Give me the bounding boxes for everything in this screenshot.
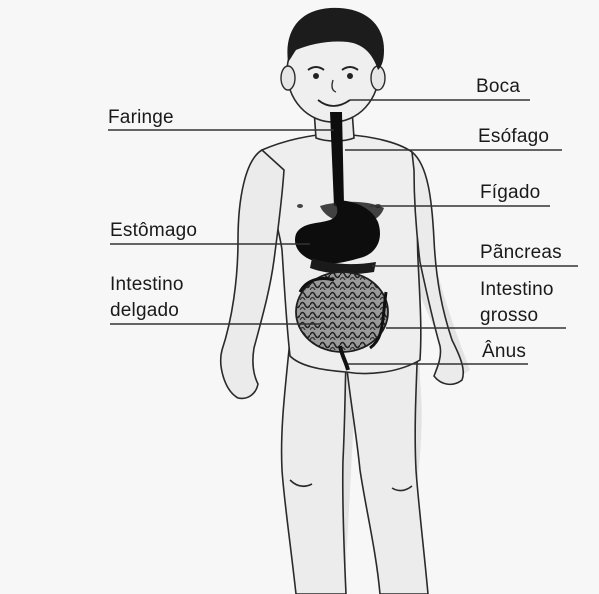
label-anus: Ânus xyxy=(482,341,526,363)
head xyxy=(281,8,385,122)
label-intestino-grosso-line2: grosso xyxy=(480,305,538,327)
intestines xyxy=(296,272,388,352)
label-intestino-delgado-line1: Intestino xyxy=(110,274,184,296)
label-boca: Boca xyxy=(476,76,520,98)
left-arm xyxy=(221,150,284,398)
label-esofago: Esófago xyxy=(478,126,549,148)
label-faringe: Faringe xyxy=(108,107,174,129)
label-pancreas: Pãncreas xyxy=(480,242,562,264)
label-intestino-grosso-line1: Intestino xyxy=(480,279,554,301)
label-estomago: Estômago xyxy=(110,220,197,242)
legs xyxy=(282,340,428,594)
label-figado: Fígado xyxy=(480,182,540,204)
label-intestino-delgado-line2: delgado xyxy=(110,300,179,322)
